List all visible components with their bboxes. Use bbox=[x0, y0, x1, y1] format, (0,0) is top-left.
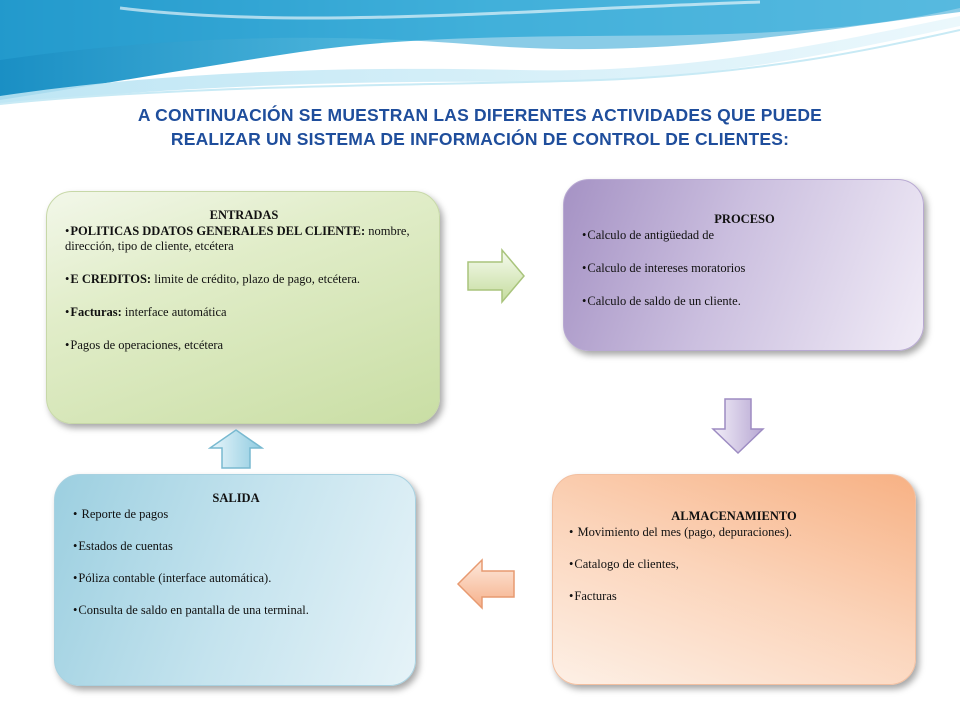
list-item: Consulta de saldo en pantalla de una ter… bbox=[73, 603, 399, 618]
list-item: Calculo de saldo de un cliente. bbox=[582, 294, 907, 309]
list-item: Calculo de intereses moratorios bbox=[582, 261, 907, 276]
list-item: Póliza contable (interface automática). bbox=[73, 571, 399, 586]
proceso-list: Calculo de antigüedad de Calculo de inte… bbox=[582, 228, 907, 309]
arrow-up-icon bbox=[208, 429, 264, 469]
list-item: Facturas bbox=[569, 589, 899, 604]
page-title-line-2: REALIZAR UN SISTEMA DE INFORMACIÓN DE CO… bbox=[170, 129, 790, 149]
header-wave-decoration bbox=[0, 0, 960, 105]
salida-list: Reporte de pagos Estados de cuentas Póli… bbox=[73, 507, 399, 618]
list-item: Catalogo de clientes, bbox=[569, 557, 899, 572]
salida-box: SALIDA Reporte de pagos Estados de cuent… bbox=[54, 474, 416, 686]
almacenamiento-heading: ALMACENAMIENTO bbox=[671, 509, 797, 523]
list-item-bold: Facturas: bbox=[70, 305, 122, 319]
list-item: Estados de cuentas bbox=[73, 539, 399, 554]
salida-heading: SALIDA bbox=[212, 491, 260, 505]
arrow-left-icon bbox=[456, 558, 515, 610]
list-item-text: interface automática bbox=[121, 305, 227, 319]
page-title-line-1: A CONTINUACIÓN SE MUESTRAN LAS DIFERENTE… bbox=[137, 105, 823, 125]
list-item: Reporte de pagos bbox=[73, 507, 399, 522]
list-item-bold: E CREDITOS: bbox=[70, 272, 152, 286]
proceso-heading: PROCESO bbox=[714, 212, 775, 226]
arrow-down-icon bbox=[711, 398, 765, 455]
list-item-bold: POLITICAS DDATOS GENERALES DEL CLIENTE: bbox=[70, 224, 366, 238]
list-item: POLITICAS DDATOS GENERALES DEL CLIENTE: … bbox=[65, 224, 423, 254]
entradas-list: POLITICAS DDATOS GENERALES DEL CLIENTE: … bbox=[65, 224, 423, 353]
entradas-heading: ENTRADAS bbox=[209, 208, 279, 222]
almacenamiento-list: Movimiento del mes (pago, depuraciones).… bbox=[569, 525, 899, 604]
list-item: E CREDITOS: limite de crédito, plazo de … bbox=[65, 272, 423, 287]
list-item: Facturas: interface automática bbox=[65, 305, 423, 320]
list-item: Movimiento del mes (pago, depuraciones). bbox=[569, 525, 899, 540]
list-item-text: limite de crédito, plazo de pago, etcéte… bbox=[151, 272, 361, 286]
list-item: Pagos de operaciones, etcétera bbox=[65, 338, 423, 353]
page-title: A CONTINUACIÓN SE MUESTRAN LAS DIFERENTE… bbox=[30, 103, 930, 151]
arrow-right-icon bbox=[467, 248, 525, 304]
list-item: Calculo de antigüedad de bbox=[582, 228, 907, 243]
list-item-text: Pagos de operaciones, etcétera bbox=[70, 338, 224, 352]
list-item-text: nombre, dirección, tipo de cliente, etcé… bbox=[65, 224, 410, 253]
almacenamiento-box: ALMACENAMIENTO Movimiento del mes (pago,… bbox=[552, 474, 916, 685]
entradas-box: ENTRADAS POLITICAS DDATOS GENERALES DEL … bbox=[46, 191, 440, 424]
proceso-box: PROCESO Calculo de antigüedad de Calculo… bbox=[563, 179, 924, 351]
